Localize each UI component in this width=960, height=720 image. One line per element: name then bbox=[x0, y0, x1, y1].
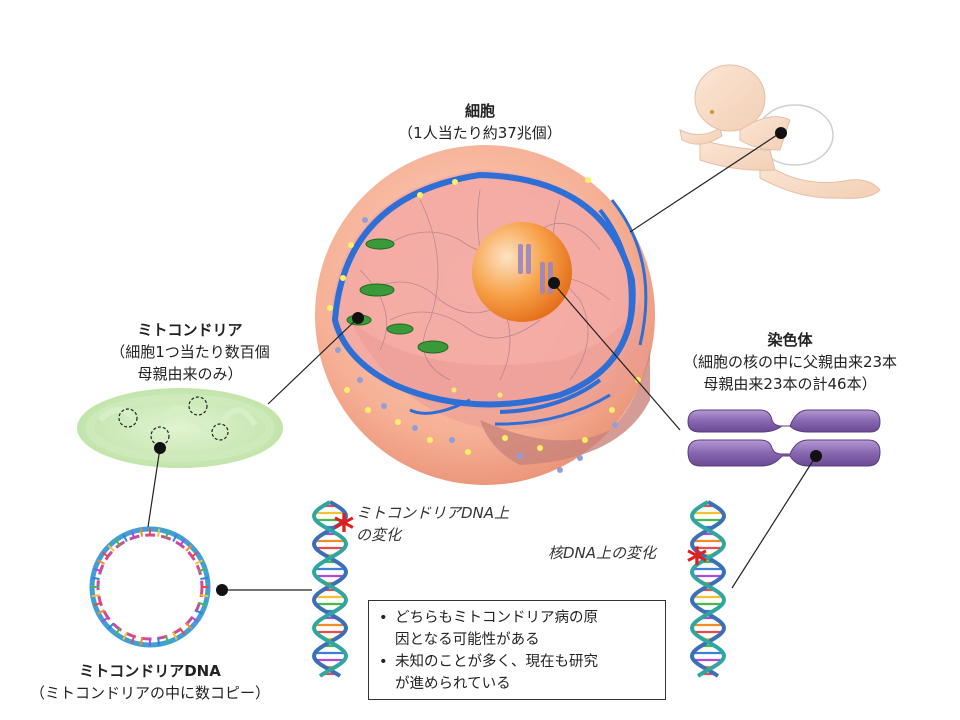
chromosome-line1: （細胞の核の中に父親由来23本 bbox=[682, 353, 898, 371]
mitochondrion-illustration bbox=[77, 388, 283, 468]
mitochondria-line2: 母親由来のみ） bbox=[137, 365, 243, 383]
mt-dna-change-line2: の変化 bbox=[356, 526, 402, 544]
cell-illustration bbox=[315, 145, 655, 485]
nuclear-dna-change-asterisk: * bbox=[687, 540, 708, 586]
cell-mitochondria bbox=[346, 238, 449, 354]
mtdna-circles bbox=[118, 396, 229, 446]
mt-dna-helix bbox=[311, 500, 349, 678]
nuclear-dna-change-note: 核DNA上の変化 bbox=[548, 544, 657, 562]
chromosome-illustration bbox=[687, 409, 881, 467]
info-item-1-line2: 因となる可能性がある bbox=[395, 632, 540, 648]
info-item-1-line1: どちらもミトコンドリア病の原 bbox=[395, 610, 598, 626]
info-item-2: 未知のことが多く、現在も研究 が進められている bbox=[377, 651, 657, 695]
info-item-2-line2: が進められている bbox=[395, 676, 511, 692]
mtdna-subtitle: （ミトコンドリアの中に数コピー） bbox=[29, 684, 270, 702]
mt-dna-change-asterisk: * bbox=[334, 507, 355, 553]
info-box: どちらもミトコンドリア病の原 因となる可能性がある 未知のことが多く、現在も研究… bbox=[368, 600, 666, 700]
connector-lines bbox=[147, 132, 817, 591]
chromosome-label: 染色体 （細胞の核の中に父親由来23本 母親由来23本の計46本） bbox=[640, 329, 940, 395]
mt-dna-change-note: ミトコンドリアDNA上 の変化 bbox=[356, 502, 509, 546]
circular-mtdna-illustration bbox=[89, 526, 211, 648]
chromosome-line2: 母親由来23本の計46本） bbox=[703, 375, 877, 393]
nuclear-dna-helix bbox=[689, 500, 727, 678]
mitochondria-title: ミトコンドリア bbox=[137, 321, 243, 339]
cell-title: 細胞 bbox=[464, 102, 495, 120]
info-item-2-line1: 未知のことが多く、現在も研究 bbox=[395, 654, 598, 670]
baby-illustration bbox=[679, 64, 881, 199]
cell-label: 細胞 （1人当たり約37兆個） bbox=[380, 100, 580, 144]
chromosome-title: 染色体 bbox=[767, 331, 813, 349]
cell-subtitle: （1人当たり約37兆個） bbox=[398, 124, 562, 142]
mitochondria-line1: （細胞1つ当たり数百個 bbox=[110, 343, 270, 361]
connector-dots bbox=[154, 127, 822, 596]
mt-dna-change-line1: ミトコンドリアDNA上 bbox=[356, 504, 510, 522]
baby-head bbox=[694, 64, 766, 132]
mitochondria-label: ミトコンドリア （細胞1つ当たり数百個 母親由来のみ） bbox=[70, 319, 310, 385]
mtdna-label: ミトコンドリアDNA （ミトコンドリアの中に数コピー） bbox=[10, 660, 290, 704]
nucleus-chromosomes bbox=[518, 244, 553, 294]
mtdna-title: ミトコンドリアDNA bbox=[79, 662, 221, 680]
info-item-1: どちらもミトコンドリア病の原 因となる可能性がある bbox=[377, 607, 657, 651]
